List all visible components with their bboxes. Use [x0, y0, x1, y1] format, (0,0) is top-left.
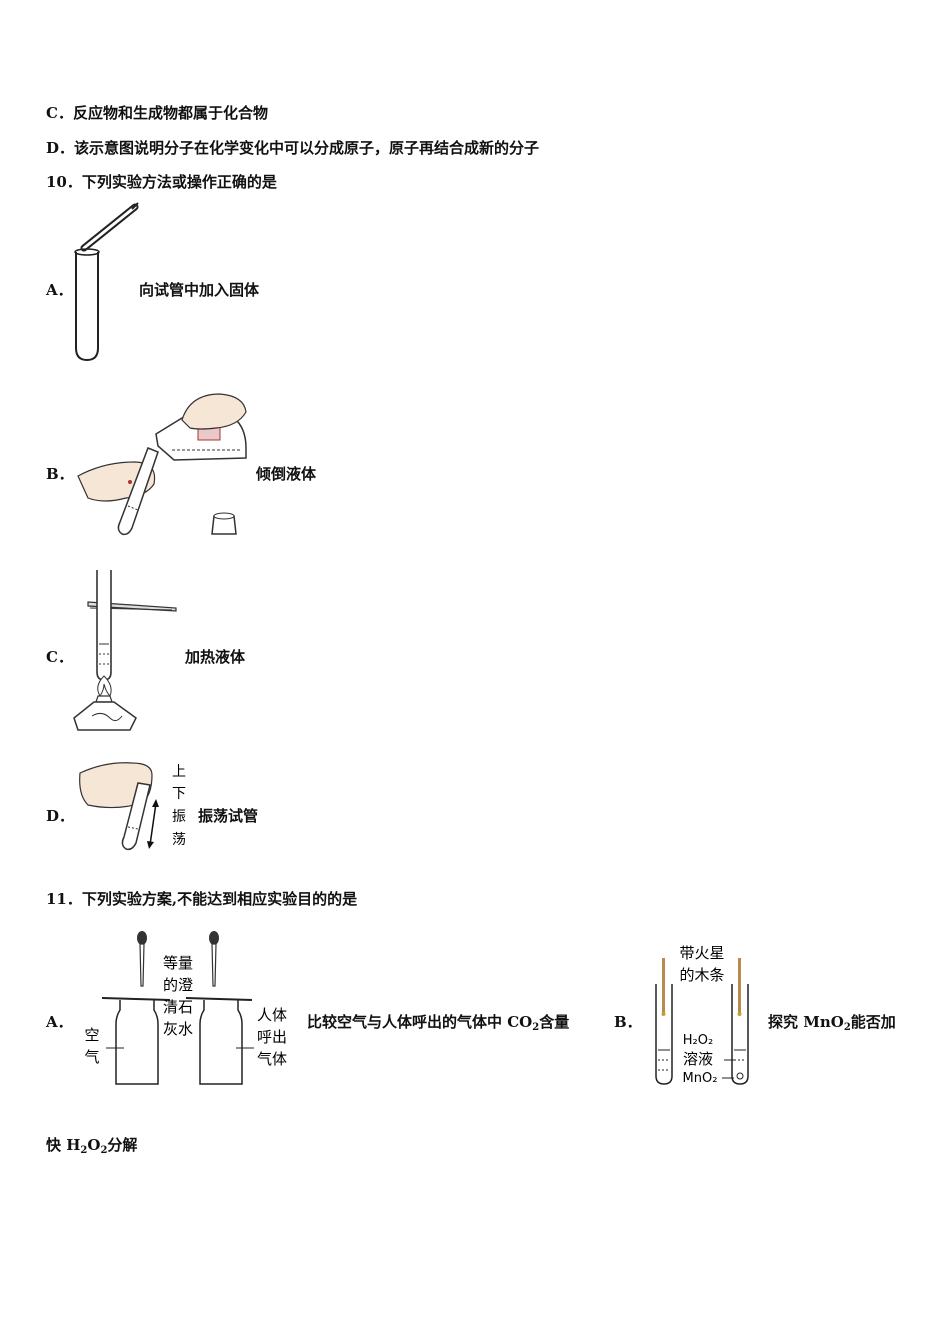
limewater-label-line: 等量 [163, 954, 193, 972]
continuation-main: O [87, 1136, 101, 1154]
mno2-label: MnO₂ [683, 1071, 718, 1086]
h2o2-label: H₂O₂ [683, 1033, 713, 1048]
q11-a-text-tail: 含量 [539, 1013, 570, 1031]
left-dropper [137, 931, 147, 987]
right-gas-bottle [185, 997, 254, 1085]
q11-b-text-subscript: 2 [843, 1022, 851, 1033]
question-10-stem: 10．下列实验方法或操作正确的是 [46, 173, 277, 191]
tilted-test-tube [117, 447, 159, 536]
pouring-liquid-figure [77, 393, 247, 536]
vertical-test-tube [96, 570, 112, 681]
q10-option-d-text: 振荡试管 [198, 807, 259, 825]
limewater-label-line: 的澄 [163, 976, 193, 994]
splint-label-line: 的木条 [679, 966, 724, 984]
question-11-stem: 11．下列实验方案,不能达到相应实验目的的是 [46, 890, 358, 908]
solution-label: 溶液 [683, 1050, 713, 1068]
q10-option-a-text: 向试管中加入固体 [139, 281, 260, 299]
heating-liquid-figure [73, 570, 177, 731]
air-label-char: 空 [84, 1026, 99, 1044]
shake-label-char: 振 [172, 809, 186, 825]
limewater-bottles-figure: 空 气 等量 的澄 清石 灰水 人体 呼出 气体 [84, 931, 287, 1085]
right-dropper [209, 931, 219, 987]
q11-b-text-tail: 能否加 [850, 1013, 896, 1031]
q10-option-d-letter: D． [46, 807, 75, 825]
limewater-label-line: 清石 [163, 998, 193, 1016]
q10-option-c-letter: C． [46, 648, 73, 666]
right-wooden-splint [737, 958, 742, 1016]
option-c-previous: C．反应物和生成物都属于化合物 [46, 104, 268, 122]
q11-option-b-letter: B． [614, 1013, 642, 1031]
q11-option-b-text: 探究 MnO2能否加 [768, 1011, 896, 1033]
exhaled-gas-label-line: 呼出 [257, 1028, 287, 1046]
left-wooden-splint [661, 958, 666, 1016]
test-tube-spatula-figure [74, 202, 139, 362]
mno2-test-tubes-figure: 带火星 的木条 H₂O₂ 溶液 MnO₂ [655, 944, 749, 1086]
q10-option-c-text: 加热液体 [185, 648, 246, 666]
test-tube [74, 248, 100, 362]
shake-label-char: 下 [172, 786, 186, 802]
continuation-subscript: 2 [100, 1145, 108, 1156]
up-down-arrow-icon [147, 799, 159, 849]
shake-label-char: 荡 [172, 832, 186, 848]
q10-option-a-letter: A． [46, 281, 73, 299]
shake-label-char: 上 [172, 764, 186, 780]
q10-option-b-letter: B． [46, 465, 74, 483]
q11-a-text-main: 比较空气与人体呼出的气体中 CO [307, 1013, 533, 1031]
spatula [80, 202, 139, 252]
limewater-label-line: 灰水 [163, 1020, 193, 1038]
option-d-previous: D．该示意图说明分子在化学变化中可以分成原子，原子再结合成新的分子 [46, 139, 540, 157]
shaken-test-tube [121, 782, 151, 851]
air-label-char: 气 [84, 1048, 99, 1066]
splint-label-line: 带火星 [679, 944, 724, 962]
right-test-tube [731, 984, 749, 1085]
flame [97, 675, 112, 697]
alcohol-lamp [73, 695, 137, 731]
shaking-test-tube-figure: 上 下 振 荡 [79, 762, 186, 851]
q10-option-b-text: 倾倒液体 [256, 465, 317, 483]
continuation-main: 快 H [46, 1136, 81, 1154]
stopper [211, 512, 237, 535]
q11-option-b-continuation: 快 H2O2分解 [46, 1134, 137, 1156]
q11-a-text-subscript: 2 [532, 1022, 540, 1033]
q11-b-text-main: 探究 MnO [768, 1013, 844, 1031]
right-hand [181, 393, 247, 430]
left-test-tube [655, 984, 673, 1085]
exhaled-gas-label-line: 人体 [257, 1006, 287, 1024]
exhaled-gas-label-line: 气体 [257, 1050, 287, 1068]
continuation-subscript: 2 [80, 1145, 88, 1156]
q11-option-a-text: 比较空气与人体呼出的气体中 CO2含量 [307, 1011, 569, 1033]
continuation-tail: 分解 [107, 1136, 138, 1154]
q11-option-a-letter: A． [46, 1013, 73, 1031]
left-gas-bottle [101, 997, 171, 1085]
